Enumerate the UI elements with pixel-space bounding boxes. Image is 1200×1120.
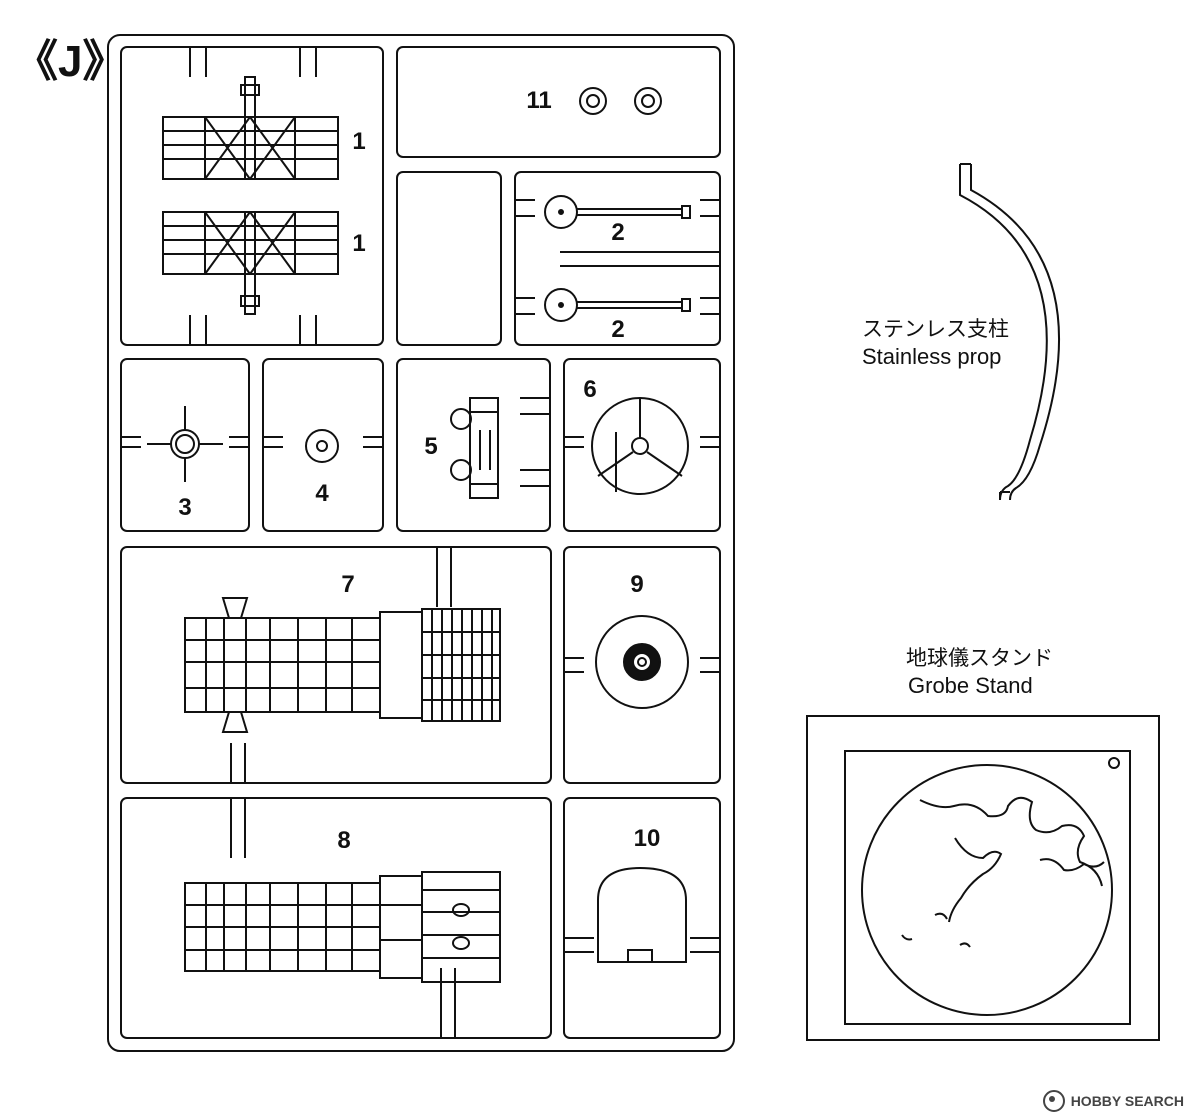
part-10 <box>597 866 687 963</box>
watermark-text: HOBBY SEARCH <box>1070 1093 1184 1109</box>
part-number-3: 3 <box>178 494 192 521</box>
globe-stand-label-jp: 地球儀スタンド <box>906 646 1053 670</box>
part-number-1b: 1 <box>352 230 366 257</box>
part-number-8: 8 <box>337 827 351 854</box>
part-3 <box>147 406 223 482</box>
part-8-body <box>184 871 501 983</box>
part-number-2b: 2 <box>611 316 625 343</box>
stainless-prop-label-en: Stainless prop <box>862 344 1002 369</box>
runner-label: 《J》 <box>14 37 127 86</box>
part-number-1a: 1 <box>352 128 366 155</box>
globe-stand-label-en: Grobe Stand <box>908 673 1033 698</box>
part-7-body <box>184 597 501 733</box>
part-4 <box>305 429 339 463</box>
part-5 <box>450 397 499 499</box>
stainless-prop-label-jp: ステンレス支柱 <box>862 317 1009 341</box>
part-number-7: 7 <box>341 571 355 598</box>
part-number-5: 5 <box>424 433 438 460</box>
part-number-4: 4 <box>315 480 329 507</box>
part-2-antennas <box>544 195 691 322</box>
part-number-10: 10 <box>633 825 661 852</box>
part-6 <box>591 397 689 495</box>
part-number-11: 11 <box>526 87 552 114</box>
globe-stand <box>806 715 1160 1041</box>
stainless-prop <box>959 163 1060 501</box>
part-number-9: 9 <box>630 571 644 598</box>
watermark: HOBBY SEARCH <box>1042 1090 1184 1112</box>
part-11-rings <box>579 87 662 115</box>
hobby-search-logo-icon <box>1042 1090 1065 1112</box>
part-number-6: 6 <box>583 376 597 403</box>
part-1-lower <box>162 211 339 315</box>
part-number-2a: 2 <box>611 219 625 246</box>
part-1-upper <box>162 76 339 180</box>
sprue-frame <box>107 34 735 1052</box>
part-9 <box>595 615 689 709</box>
